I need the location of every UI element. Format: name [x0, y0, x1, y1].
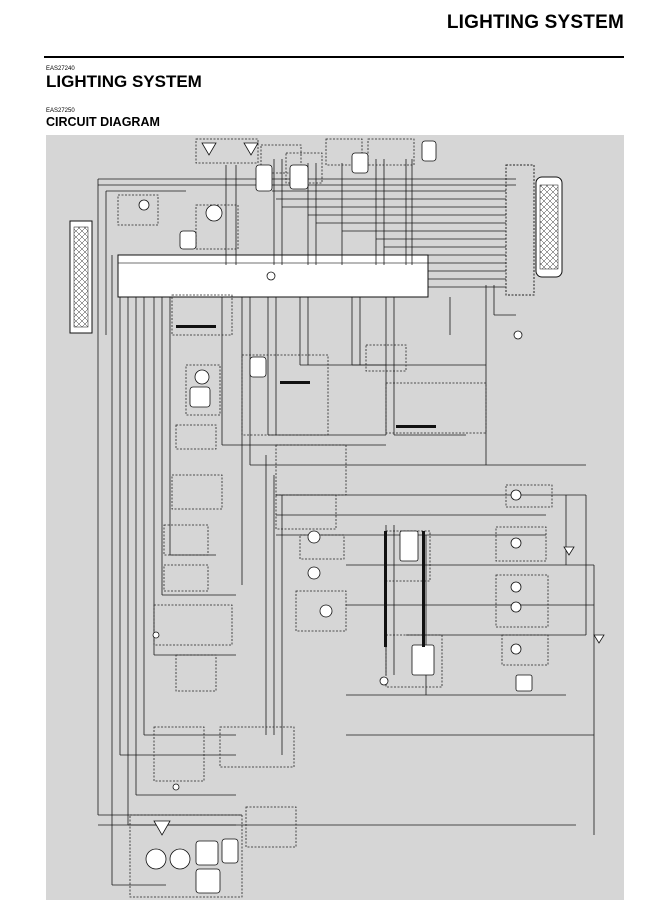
left-coupler [69, 220, 93, 334]
circuit-diagram [46, 135, 624, 900]
junction-bars [176, 325, 436, 647]
section-code: EAS27240 [46, 66, 75, 72]
connectors [179, 140, 533, 894]
meter-assembly-connector [505, 164, 563, 296]
subsection-code: EAS27250 [46, 108, 75, 114]
component-boxes [117, 138, 553, 898]
circuit-diagram-svg [69, 138, 605, 898]
bulbs [138, 199, 523, 870]
main-harness-block [117, 254, 429, 298]
running-head: LIGHTING SYSTEM [446, 12, 624, 33]
symbols [153, 142, 605, 836]
subsection-title: CIRCUIT DIAGRAM [46, 115, 160, 129]
header-rule [44, 56, 624, 58]
section-title: LIGHTING SYSTEM [46, 72, 202, 91]
